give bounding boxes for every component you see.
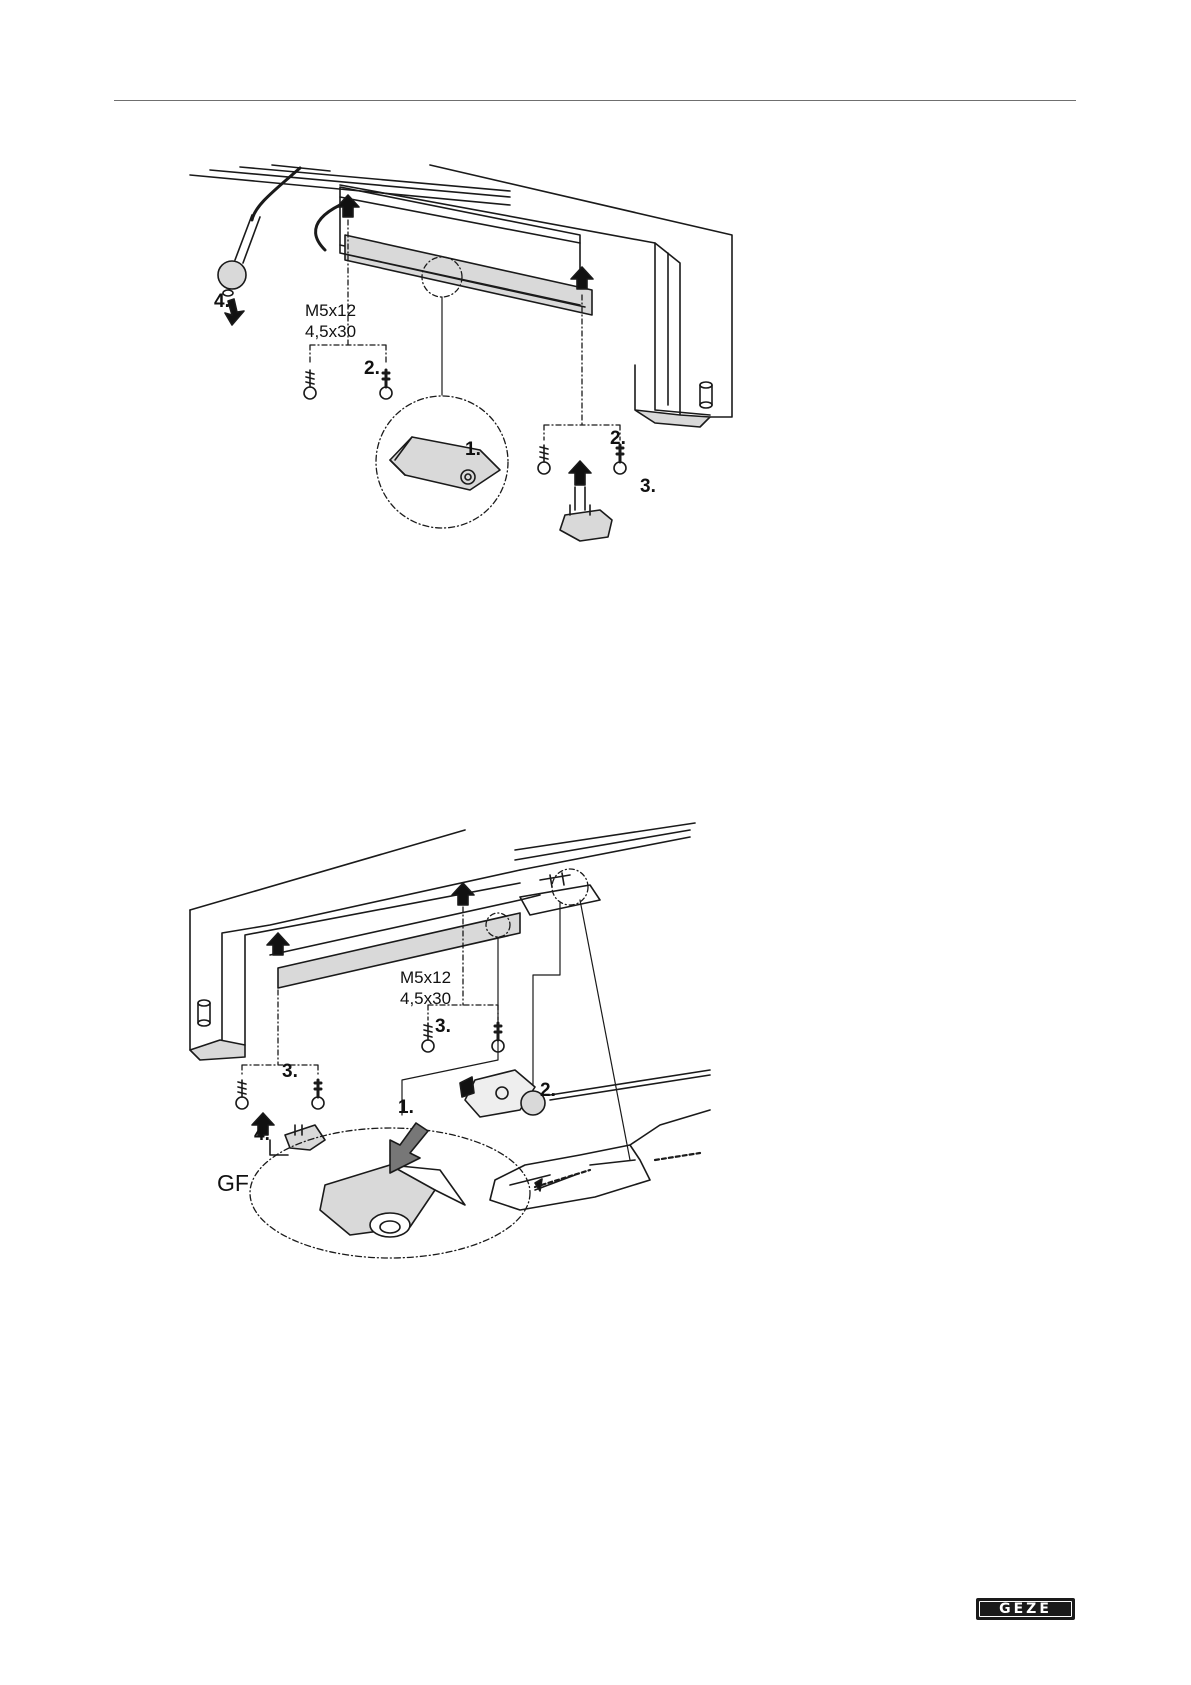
- figure-bottom-drawing: [190, 825, 710, 1260]
- header-rule: [114, 100, 1076, 101]
- top-step-1: 1.: [465, 440, 481, 459]
- geze-logo-text: GEZE: [999, 1602, 1052, 1616]
- figure-bottom: M5x12 4,5x30 3. 3. 4. 1. 2. GF: [190, 825, 710, 1260]
- top-screw-spec: M5x12 4,5x30: [305, 300, 356, 342]
- bottom-frame-outline: [190, 910, 220, 1050]
- bottom-detail-arrow: [390, 1123, 428, 1173]
- bottom-dashed-cable: [535, 1170, 590, 1187]
- top-leader-right: [544, 295, 620, 440]
- bottom-arrow-up-mid: [452, 883, 474, 905]
- bottom-leader-left: [242, 990, 318, 1077]
- bottom-connector-3: [580, 900, 630, 1160]
- top-end-cap: [560, 510, 612, 541]
- bottom-screw-3: [236, 1080, 248, 1109]
- top-cover-strip: [345, 235, 592, 315]
- top-tool-ball: [218, 261, 246, 289]
- top-screw-2: [380, 370, 392, 399]
- bottom-step-3-left: 3.: [282, 1062, 298, 1081]
- bottom-variant-label: GF: [217, 1172, 249, 1195]
- bottom-step-1: 1.: [398, 1098, 414, 1117]
- bottom-screw-4: [312, 1080, 324, 1109]
- top-arrow-up-cap: [569, 461, 591, 485]
- top-floor-plate: [635, 365, 710, 427]
- top-screw-1: [304, 370, 316, 399]
- bottom-screw-1: [422, 1023, 434, 1052]
- bottom-step-3-mid: 3.: [435, 1017, 451, 1036]
- bottom-screw-spec: M5x12 4,5x30: [400, 967, 451, 1009]
- top-screw-4: [614, 445, 626, 474]
- top-cable: [316, 205, 340, 250]
- top-profile-upper: [340, 187, 580, 243]
- bottom-connector-2: [533, 903, 560, 1090]
- geze-logo: GEZE: [976, 1598, 1075, 1620]
- top-tool-shaft: [235, 215, 260, 263]
- bottom-track-line: [550, 1070, 710, 1100]
- figure-top: M5x12 4,5x30 4. 2. 2. 1. 3.: [180, 165, 740, 565]
- bottom-cover-strip: [278, 913, 520, 988]
- figure-top-drawing: [180, 165, 740, 565]
- bottom-step-4: 4.: [254, 1125, 270, 1144]
- top-step-2-left: 2.: [364, 359, 380, 378]
- top-frame-inner: [340, 185, 680, 417]
- top-screw-3: [538, 445, 550, 474]
- top-step-2-right: 2.: [610, 429, 626, 448]
- bottom-cable-right: [630, 1110, 710, 1145]
- bottom-end-cap: [285, 1125, 325, 1150]
- top-step-4: 4.: [214, 292, 230, 311]
- top-frame-jamb: [655, 243, 710, 415]
- bottom-floor-plate: [190, 1040, 245, 1060]
- bottom-step-2: 2.: [540, 1081, 556, 1100]
- top-step-3: 3.: [640, 477, 656, 496]
